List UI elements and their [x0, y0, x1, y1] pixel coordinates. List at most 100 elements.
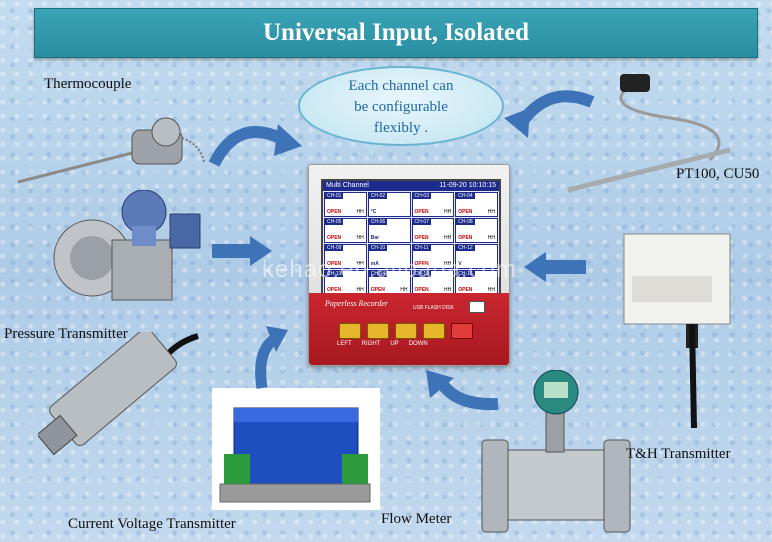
arrow-right-icon — [212, 236, 272, 266]
thermocouple-image — [17, 117, 205, 184]
label-th-transmitter: T&H Transmitter — [626, 446, 731, 462]
title-banner: Universal Input, Isolated — [34, 8, 758, 58]
th-transmitter-image — [623, 233, 731, 429]
screen-header: Multi Channel 11-09-20 10:10:15 — [323, 181, 499, 191]
channel-alarm: HH — [487, 287, 495, 293]
channel-id: CH-06 — [368, 219, 388, 225]
channel-id: CH-13 — [325, 271, 344, 277]
arrow-left-icon — [524, 252, 586, 282]
key-label-down: DOWN — [408, 341, 428, 347]
usb-label: USB FLASH DISK — [413, 305, 454, 311]
channel-alarm: HH — [356, 209, 364, 215]
channel-alarm: HH — [356, 261, 364, 267]
channel-id: CH-10 — [368, 245, 388, 251]
screen-time: 11-09-20 10:10:15 — [439, 182, 496, 189]
channel-value: OPEN — [414, 261, 429, 267]
channel-value: Bar — [370, 235, 380, 241]
flow-meter-image — [481, 370, 631, 533]
isolator-module-image — [212, 388, 380, 510]
channel-cell: CH-10 mA — [367, 244, 411, 269]
channel-value: OPEN — [458, 209, 473, 215]
bubble-line-1: Each channel can — [348, 78, 454, 94]
channel-alarm: HH — [444, 209, 452, 215]
down-key-button[interactable] — [423, 323, 445, 339]
key-row — [339, 323, 473, 339]
screen-title: Multi Channel — [326, 182, 369, 189]
channel-value: V — [458, 261, 462, 267]
channel-alarm: HH — [487, 235, 495, 241]
channel-id: CH-09 — [325, 245, 344, 251]
label-thermocouple: Thermocouple — [44, 76, 132, 92]
left-key-button[interactable] — [339, 323, 361, 339]
channel-id: CH-07 — [412, 219, 431, 225]
pt100-probe-image — [567, 74, 731, 193]
channel-alarm: HH — [444, 261, 452, 267]
channel-id: CH-02 — [368, 193, 388, 199]
channel-cell: CH-02 °C — [367, 192, 411, 217]
key-label-right: RIGHT — [361, 341, 381, 347]
right-key-button[interactable] — [367, 323, 389, 339]
channel-value: OPEN — [458, 235, 473, 241]
channel-value: OPEN — [327, 261, 342, 267]
channel-id: CH-03 — [412, 193, 431, 199]
channel-value: OPEN — [458, 287, 473, 293]
channel-alarm: HH — [444, 235, 452, 241]
up-key-button[interactable] — [395, 323, 417, 339]
channel-value: OPEN — [414, 209, 429, 215]
watermark: kehao.en.alibaba.com — [262, 256, 517, 283]
key-label-left: LEFT — [337, 341, 352, 347]
channel-value: OPEN — [327, 209, 342, 215]
channel-value: mA — [370, 261, 379, 267]
channel-id: CH-05 — [325, 219, 344, 225]
brand-text: Paperless Recorder — [325, 299, 389, 308]
usb-port[interactable] — [469, 301, 485, 313]
enter-key-button[interactable] — [451, 323, 473, 339]
channel-value: °C — [370, 209, 377, 215]
channel-value: OPEN — [327, 287, 342, 293]
channel-value: OPEN — [414, 235, 429, 241]
label-pt100: PT100, CU50 — [676, 166, 760, 182]
channel-id: CH-04 — [456, 193, 475, 199]
channel-value: OPEN — [414, 287, 429, 293]
channel-id: CH-15 — [412, 271, 431, 277]
channel-value: OPEN — [327, 235, 342, 241]
channel-alarm: HH — [356, 235, 364, 241]
channel-alarm: HH — [400, 287, 408, 293]
label-pressure-transmitter: Pressure Transmitter — [4, 326, 128, 342]
speech-bubble: Each channel can be configurable flexibl… — [298, 66, 504, 146]
arrow-curved-up-icon — [255, 326, 288, 389]
channel-value: OPEN — [370, 287, 385, 293]
key-label-up: UP — [390, 341, 399, 347]
bubble-line-3: flexibly . — [373, 120, 429, 136]
channel-id: CH-16 — [456, 271, 475, 277]
channel-id: CH-12 — [456, 245, 475, 251]
pressure-transmitter-image — [53, 190, 201, 301]
channel-alarm: HH — [356, 287, 364, 293]
channel-id: CH-01 — [325, 193, 344, 199]
channel-alarm: HH — [487, 209, 495, 215]
recorder-panel: Paperless Recorder USB FLASH DISK LEFT R… — [309, 293, 509, 365]
channel-alarm: HH — [444, 287, 452, 293]
channel-id: CH-14 — [368, 271, 388, 277]
key-labels: LEFT RIGHT UP DOWN — [337, 341, 428, 347]
channel-id: CH-11 — [412, 245, 431, 251]
arrow-curved-topleft-icon — [208, 124, 302, 167]
channel-id: CH-08 — [456, 219, 475, 225]
arrow-curved-lowerright-icon — [426, 370, 499, 411]
current-voltage-transmitter-probe-image — [38, 332, 199, 456]
label-flow-meter: Flow Meter — [381, 511, 452, 527]
